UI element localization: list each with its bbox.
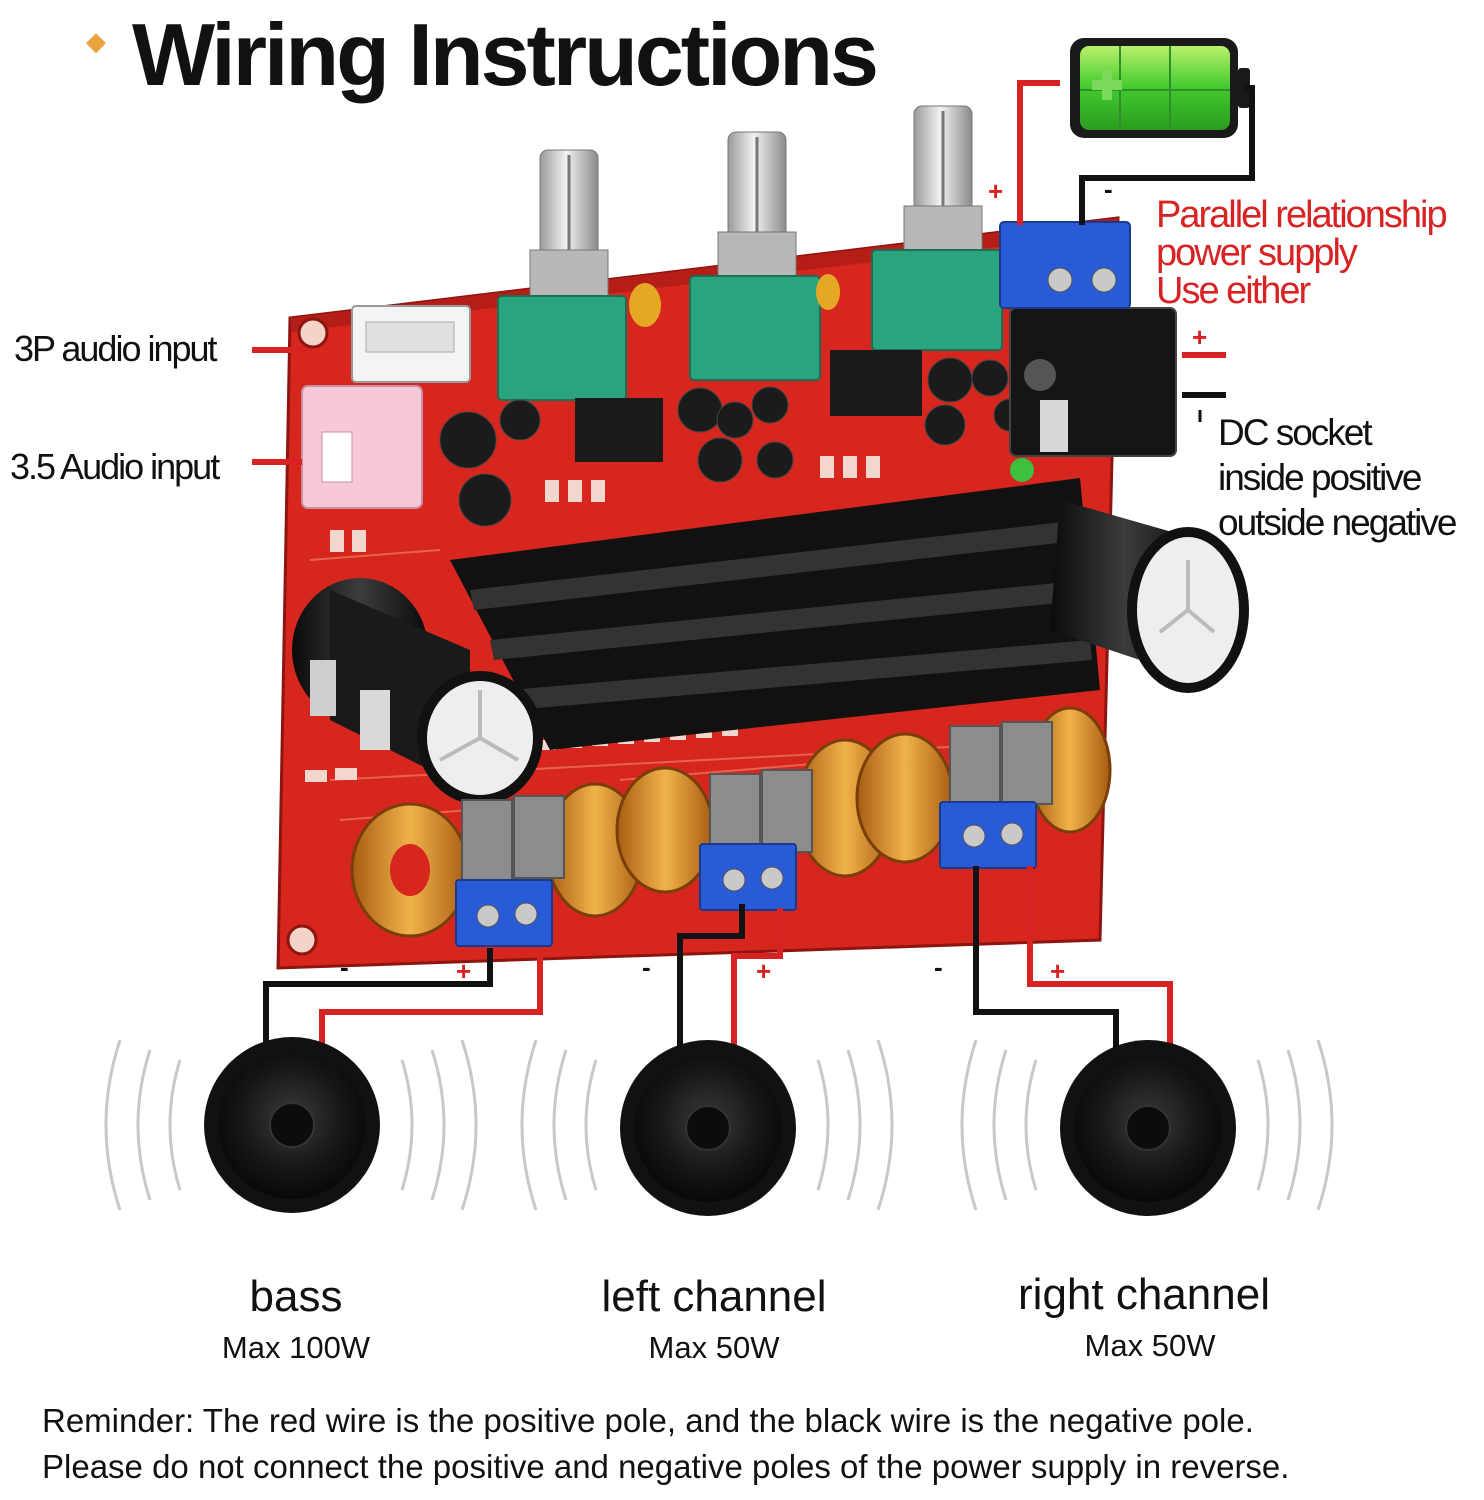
potentiometer-1 xyxy=(497,149,627,401)
left-plus-sign: + xyxy=(756,956,772,986)
speaker-bass xyxy=(104,1037,478,1213)
page-title: Wiring Instructions xyxy=(132,5,879,104)
speaker-terminal-right xyxy=(939,801,1037,869)
3p-input-connector xyxy=(351,305,471,383)
op-amp-chip xyxy=(830,350,922,416)
film-capacitors xyxy=(461,721,1053,883)
led xyxy=(1010,458,1034,482)
title-bullet-icon: ◆ xyxy=(86,26,106,56)
bulk-capacitor-left xyxy=(292,578,543,805)
speaker-wires xyxy=(263,866,1173,1070)
speaker-name-bass: bass xyxy=(249,1272,343,1321)
reminder-line-1: Reminder: The red wire is the positive p… xyxy=(42,1402,1254,1439)
power-note-line: Parallel relationship xyxy=(1156,194,1448,236)
bulk-capacitor-right xyxy=(1050,500,1249,693)
speaker-max-right: Max 50W xyxy=(1084,1328,1216,1363)
aux-audio-input-label: 3.5 Audio input xyxy=(10,446,220,487)
speaker-right-channel xyxy=(960,1039,1334,1216)
potentiometer-2 xyxy=(689,131,821,381)
heatsink xyxy=(450,478,1100,750)
ceramic-capacitor xyxy=(816,274,840,310)
speaker-name-left: left channel xyxy=(601,1272,827,1321)
speaker-left-channel xyxy=(520,1039,894,1216)
battery-plus-sign: + xyxy=(988,176,1004,206)
dc-socket xyxy=(1009,307,1177,457)
speaker-terminal-bass xyxy=(455,879,553,947)
speaker-max-bass: Max 100W xyxy=(221,1330,371,1365)
left-minus-sign: - xyxy=(642,952,651,982)
potentiometer-3 xyxy=(871,105,1003,351)
speaker-terminal-left xyxy=(699,843,797,911)
right-plus-sign: + xyxy=(1050,956,1066,986)
aux-jack xyxy=(301,385,423,509)
bass-minus-sign: - xyxy=(340,952,349,982)
speaker-max-left: Max 50W xyxy=(648,1330,780,1365)
right-minus-sign: - xyxy=(934,952,943,982)
battery-minus-sign: - xyxy=(1104,174,1113,204)
dc-socket-note-line: DC socket xyxy=(1218,412,1373,453)
3p-audio-input-label: 3P audio input xyxy=(14,328,218,369)
op-amp-chip xyxy=(575,398,663,462)
bass-plus-sign: + xyxy=(456,956,472,986)
power-wires xyxy=(1017,80,1255,422)
ceramic-capacitor xyxy=(629,283,661,327)
battery-icon xyxy=(1070,38,1250,138)
dc-socket-note-line: outside negative xyxy=(1218,502,1457,543)
dc-plus-sign: + xyxy=(1192,322,1208,352)
inductor-coils xyxy=(350,706,1112,938)
power-terminal xyxy=(999,221,1131,309)
reminder-line-2: Please do not connect the positive and n… xyxy=(42,1448,1290,1485)
speaker-name-right: right channel xyxy=(1018,1270,1270,1319)
power-note-line: power supply xyxy=(1156,232,1358,274)
dc-socket-note-line: inside positive xyxy=(1218,457,1422,498)
power-note-line: Use either xyxy=(1156,270,1311,312)
